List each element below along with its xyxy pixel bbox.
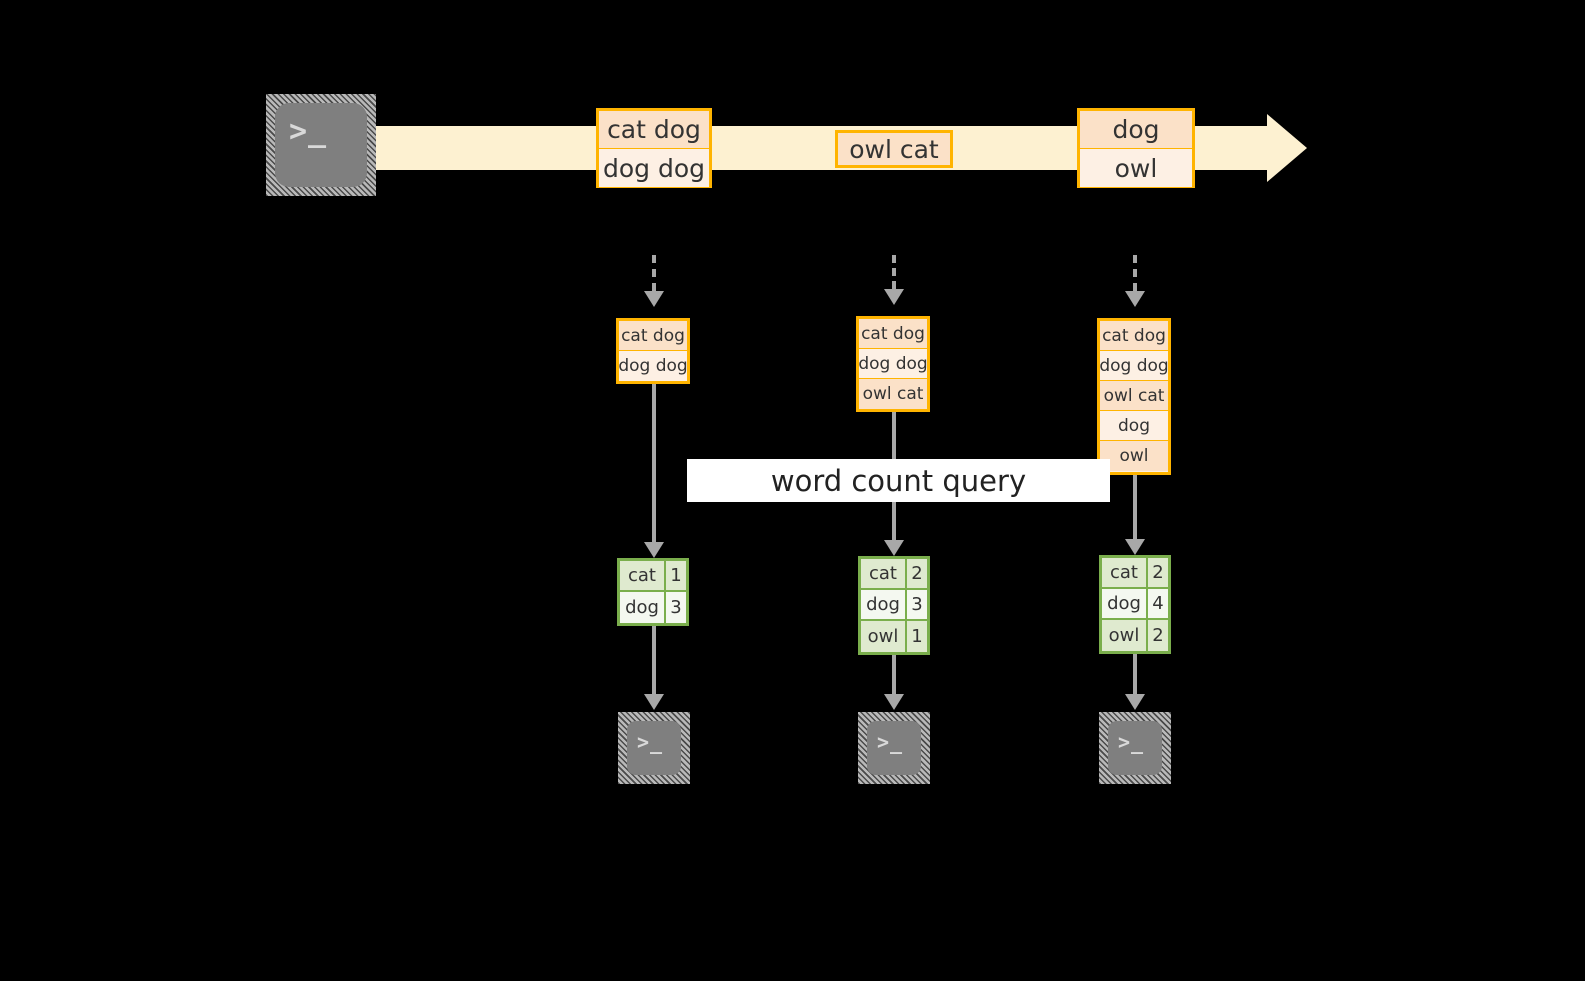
snapshot-3-output-connector xyxy=(1133,654,1137,694)
snapshot-1-consumer-terminal-icon[interactable]: >_ xyxy=(618,712,690,784)
log-row: owl cat xyxy=(859,379,927,409)
snapshot-2-dashed-arrowhead xyxy=(884,289,904,305)
stream-record-3[interactable]: dog owl xyxy=(1077,108,1195,188)
stream-record-2[interactable]: owl cat xyxy=(835,130,953,168)
result-count: 3 xyxy=(907,590,927,619)
snapshot-3-log-table[interactable]: cat dog dog dog owl cat dog owl xyxy=(1097,318,1171,475)
result-count: 1 xyxy=(666,561,686,590)
snapshot-1-output-arrowhead xyxy=(644,694,664,710)
snapshot-1-output-connector xyxy=(652,626,656,694)
log-row: dog dog xyxy=(858,349,928,379)
result-word: dog xyxy=(1102,589,1148,618)
result-count: 1 xyxy=(907,621,927,652)
snapshot-2-dashed-connector xyxy=(892,255,896,289)
result-count: 2 xyxy=(1148,558,1168,587)
stream-record-line: dog xyxy=(1080,111,1192,149)
terminal-prompt-glyph: >_ xyxy=(289,114,328,149)
result-word: cat xyxy=(861,559,907,588)
snapshot-3-query-arrowhead xyxy=(1125,539,1145,555)
result-word: dog xyxy=(861,590,907,619)
result-count: 2 xyxy=(907,559,927,588)
log-row: cat dog xyxy=(1100,321,1168,351)
snapshot-2-output-connector xyxy=(892,655,896,694)
terminal-body: >_ xyxy=(1108,721,1162,775)
result-word: owl xyxy=(1102,620,1148,651)
snapshot-2-output-arrowhead xyxy=(884,694,904,710)
snapshot-1-dashed-arrowhead xyxy=(644,291,664,307)
snapshot-3-dashed-connector xyxy=(1133,255,1137,291)
table-row: dog 3 xyxy=(861,590,927,621)
terminal-prompt-glyph: >_ xyxy=(877,730,904,754)
snapshot-1-query-connector xyxy=(652,384,656,542)
snapshot-2-log-table[interactable]: cat dog dog dog owl cat xyxy=(856,316,930,412)
snapshot-1-result-table[interactable]: cat 1 dog 3 xyxy=(617,558,689,626)
result-word: owl xyxy=(861,621,907,652)
table-row: owl 1 xyxy=(861,621,927,652)
table-row: cat 2 xyxy=(861,559,927,590)
snapshot-3-consumer-terminal-icon[interactable]: >_ xyxy=(1099,712,1171,784)
log-row: dog dog xyxy=(1099,351,1169,381)
table-row: owl 2 xyxy=(1102,620,1168,651)
log-row: cat dog xyxy=(619,321,687,351)
snapshot-3-query-connector xyxy=(1133,475,1137,539)
terminal-prompt-glyph: >_ xyxy=(637,730,664,754)
snapshot-2-consumer-terminal-icon[interactable]: >_ xyxy=(858,712,930,784)
table-row: dog 4 xyxy=(1102,589,1168,620)
terminal-prompt-glyph: >_ xyxy=(1118,730,1145,754)
snapshot-1-log-table[interactable]: cat dog dog dog xyxy=(616,318,690,384)
snapshot-1-dashed-connector xyxy=(652,255,656,291)
stream-record-line: owl cat xyxy=(838,133,950,165)
log-row: owl cat xyxy=(1100,381,1168,411)
word-count-query-label: word count query xyxy=(687,459,1110,502)
result-word: cat xyxy=(1102,558,1148,587)
terminal-body: >_ xyxy=(627,721,681,775)
table-row: dog 3 xyxy=(620,592,686,623)
stream-record-line: owl xyxy=(1080,149,1192,187)
snapshot-3-result-table[interactable]: cat 2 dog 4 owl 2 xyxy=(1099,555,1171,654)
log-row: dog dog xyxy=(618,351,688,381)
stream-arrow-head xyxy=(1267,114,1307,182)
log-row: cat dog xyxy=(859,319,927,349)
stream-record-line: dog dog xyxy=(599,149,709,187)
result-count: 3 xyxy=(666,592,686,623)
result-word: dog xyxy=(620,592,666,623)
producer-terminal-icon[interactable]: >_ xyxy=(266,94,376,196)
log-row: owl xyxy=(1100,441,1168,471)
snapshot-1-query-arrowhead xyxy=(644,542,664,558)
result-word: cat xyxy=(620,561,666,590)
query-label-text: word count query xyxy=(770,463,1027,498)
table-row: cat 1 xyxy=(620,561,686,592)
result-count: 4 xyxy=(1148,589,1168,618)
snapshot-3-output-arrowhead xyxy=(1125,694,1145,710)
terminal-body: >_ xyxy=(867,721,921,775)
snapshot-2-query-arrowhead xyxy=(884,540,904,556)
snapshot-2-result-table[interactable]: cat 2 dog 3 owl 1 xyxy=(858,556,930,655)
stream-record-line: cat dog xyxy=(599,111,709,149)
table-row: cat 2 xyxy=(1102,558,1168,589)
log-row: dog xyxy=(1100,411,1168,441)
result-count: 2 xyxy=(1148,620,1168,651)
stream-record-1[interactable]: cat dog dog dog xyxy=(596,108,712,188)
terminal-body: >_ xyxy=(275,103,367,187)
snapshot-3-dashed-arrowhead xyxy=(1125,291,1145,307)
